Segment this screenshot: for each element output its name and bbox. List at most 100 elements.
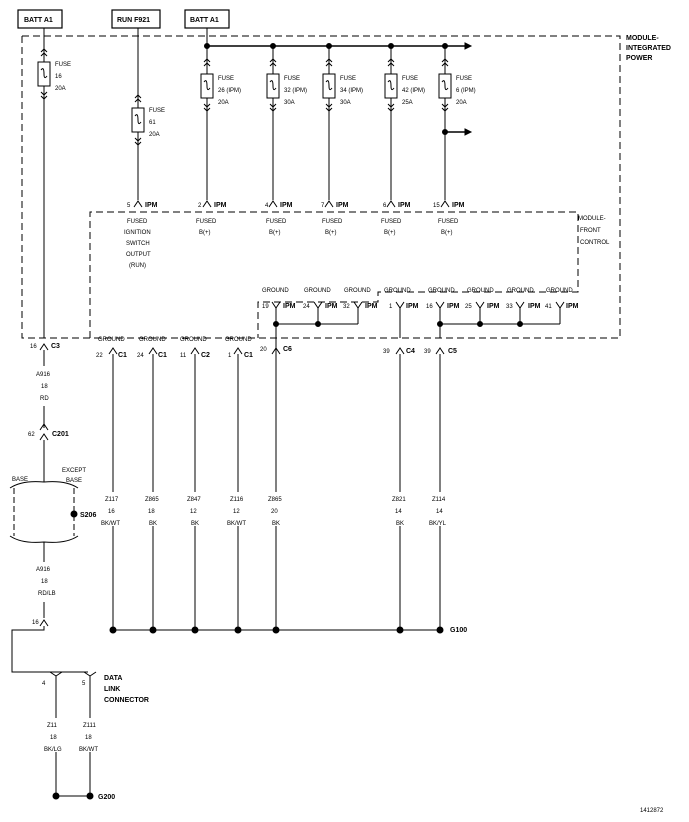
- svg-text:MODULE-: MODULE-: [578, 216, 606, 222]
- svg-text:BK: BK: [149, 521, 157, 527]
- svg-text:16: 16: [108, 509, 115, 515]
- svg-text:14: 14: [436, 509, 443, 515]
- fuse-61-branch: [131, 36, 145, 200]
- svg-text:BK: BK: [272, 521, 280, 527]
- svg-text:LINK: LINK: [104, 686, 120, 693]
- svg-text:S206: S206: [80, 512, 96, 519]
- fuse-32-branch: [266, 46, 280, 200]
- svg-text:C4: C4: [406, 348, 415, 355]
- svg-text:BK/LG: BK/LG: [44, 747, 62, 753]
- svg-text:30A: 30A: [340, 100, 351, 106]
- fuse-32-label: FUSE 32 (IPM) 30A: [284, 76, 307, 106]
- svg-text:16: 16: [32, 620, 39, 626]
- svg-text:BK/WT: BK/WT: [79, 747, 98, 753]
- ground-g200-label: G200: [98, 794, 115, 801]
- svg-text:IPM: IPM: [283, 303, 296, 310]
- svg-text:26 (IPM): 26 (IPM): [218, 88, 241, 94]
- module-tipm-label: MODULE- INTEGRATED POWER: [626, 35, 671, 62]
- svg-text:FUSED: FUSED: [438, 219, 459, 225]
- fc-output-labels: FUSED IGNITION SWITCH OUTPUT (RUN) FUSED…: [124, 219, 459, 269]
- svg-text:Z114: Z114: [432, 497, 446, 503]
- ipm-output-pins: 5 IPM 2 IPM 4 IPM 7 IPM 6 IPM 15 IPM: [127, 202, 465, 209]
- fc-ground-labels: GROUND GROUND GROUND GROUND: [98, 337, 252, 343]
- fc-ground-pin-labels: 22 C1 24 C1 11 C2 1 C1 20 C6 39 C4 39 C5…: [30, 343, 457, 359]
- ground-wires: [109, 338, 444, 634]
- svg-text:20A: 20A: [55, 86, 66, 92]
- module-front-control-outline: [89, 211, 579, 338]
- svg-text:Z865: Z865: [268, 497, 282, 503]
- svg-text:GROUND: GROUND: [384, 288, 411, 294]
- svg-text:16: 16: [426, 304, 433, 310]
- svg-text:20A: 20A: [218, 100, 229, 106]
- svg-text:B(+): B(+): [269, 230, 281, 236]
- svg-text:IPM: IPM: [406, 303, 419, 310]
- svg-text:IPM: IPM: [145, 202, 158, 209]
- svg-text:32: 32: [343, 304, 350, 310]
- svg-text:4: 4: [42, 681, 46, 687]
- svg-text:IPM: IPM: [365, 303, 378, 310]
- batt-bus: [204, 36, 473, 50]
- svg-text:C2: C2: [201, 352, 210, 359]
- svg-text:GROUND: GROUND: [467, 288, 494, 294]
- svg-text:30A: 30A: [284, 100, 295, 106]
- fuse-6-label: FUSE 6 (IPM) 20A: [456, 76, 476, 106]
- svg-text:GROUND: GROUND: [139, 337, 166, 343]
- svg-text:GROUND: GROUND: [507, 288, 534, 294]
- svg-text:61: 61: [149, 120, 156, 126]
- svg-text:41: 41: [545, 304, 552, 310]
- svg-text:IPM: IPM: [336, 202, 349, 209]
- fuse-42-label: FUSE 42 (IPM) 25A: [402, 76, 425, 106]
- svg-text:Z111: Z111: [83, 723, 96, 729]
- svg-text:IPM: IPM: [452, 202, 465, 209]
- svg-text:Z117: Z117: [105, 497, 119, 503]
- svg-text:FUSE: FUSE: [55, 62, 71, 68]
- svg-text:6 (IPM): 6 (IPM): [456, 88, 476, 94]
- svg-text:IPM: IPM: [487, 303, 500, 310]
- svg-text:14: 14: [395, 509, 402, 515]
- ground-g100-label: G100: [450, 627, 467, 634]
- svg-text:25: 25: [465, 304, 472, 310]
- svg-text:A916: A916: [36, 372, 51, 378]
- svg-text:C3: C3: [51, 343, 60, 350]
- svg-text:BASE: BASE: [12, 477, 28, 483]
- svg-text:POWER: POWER: [626, 55, 652, 62]
- svg-text:FUSE: FUSE: [149, 108, 165, 114]
- svg-text:FUSED: FUSED: [127, 219, 148, 225]
- ipm-output-connectors: [133, 200, 450, 208]
- svg-text:C201: C201: [52, 431, 69, 438]
- svg-text:GROUND: GROUND: [225, 337, 252, 343]
- svg-text:C5: C5: [448, 348, 457, 355]
- svg-text:BK: BK: [191, 521, 199, 527]
- fuse-16-label: FUSE 16 20A: [55, 62, 71, 92]
- svg-text:18: 18: [148, 509, 155, 515]
- svg-text:C6: C6: [283, 346, 292, 353]
- svg-text:CONNECTOR: CONNECTOR: [104, 697, 149, 704]
- fuse-26-label: FUSE 26 (IPM) 20A: [218, 76, 241, 106]
- figure-reference-number: 1412872: [640, 808, 664, 814]
- ipm-ground-jumpers: [273, 308, 561, 338]
- data-link-connector: [49, 671, 97, 800]
- svg-text:GROUND: GROUND: [180, 337, 207, 343]
- svg-text:39: 39: [424, 349, 431, 355]
- svg-text:IPM: IPM: [280, 202, 293, 209]
- source-batt-right: BATT A1: [184, 9, 230, 29]
- svg-text:BK/WT: BK/WT: [227, 521, 246, 527]
- svg-text:25A: 25A: [402, 100, 413, 106]
- svg-text:18: 18: [85, 735, 92, 741]
- svg-text:11: 11: [180, 353, 187, 359]
- source-run: RUN F921: [111, 9, 161, 29]
- svg-text:FUSED: FUSED: [322, 219, 343, 225]
- source-batt-left: BATT A1: [17, 9, 63, 29]
- svg-text:12: 12: [190, 509, 197, 515]
- svg-text:INTEGRATED: INTEGRATED: [626, 45, 671, 52]
- svg-text:CONTROL: CONTROL: [580, 240, 610, 246]
- svg-text:Z116: Z116: [230, 497, 244, 503]
- svg-text:RD/LB: RD/LB: [38, 591, 56, 597]
- svg-text:GROUND: GROUND: [428, 288, 455, 294]
- svg-text:32 (IPM): 32 (IPM): [284, 88, 307, 94]
- svg-text:20: 20: [260, 347, 267, 353]
- svg-text:24: 24: [303, 304, 310, 310]
- svg-text:20A: 20A: [456, 100, 467, 106]
- svg-text:C1: C1: [244, 352, 253, 359]
